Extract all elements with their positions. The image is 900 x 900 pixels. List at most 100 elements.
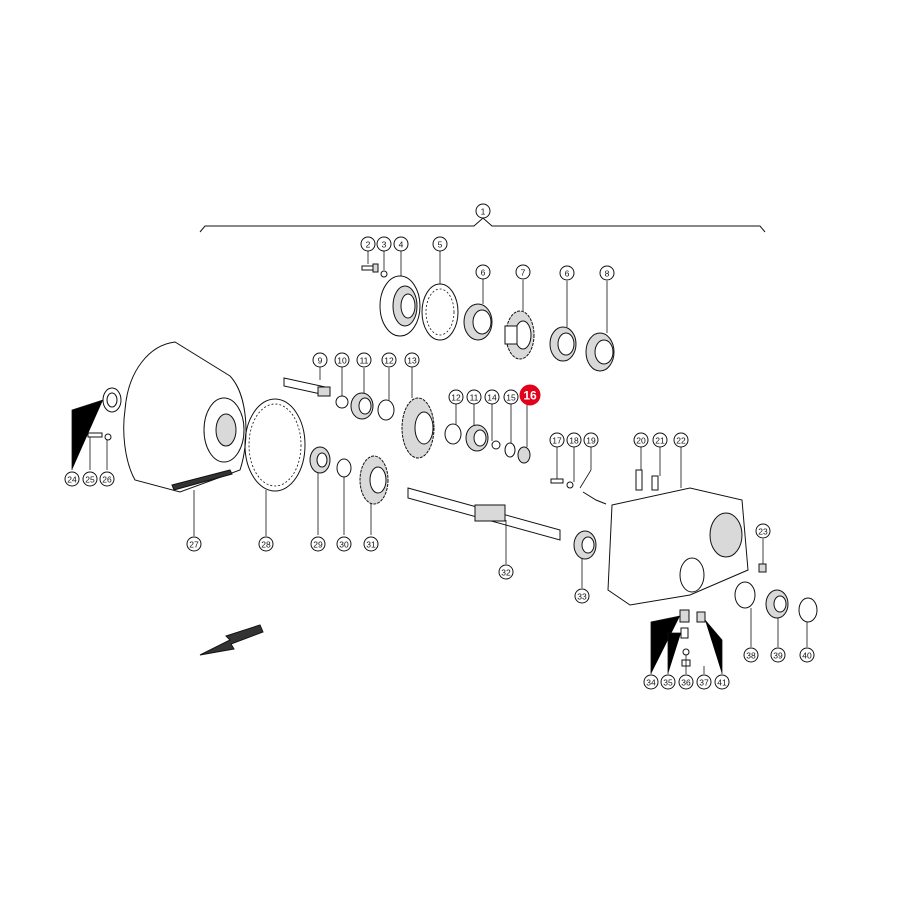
callout-label: 13	[407, 356, 417, 366]
bearing-cover-part-4	[379, 275, 421, 337]
shaft-part-9	[283, 377, 331, 397]
washer-part-3	[380, 270, 388, 278]
callout-circle	[82, 471, 98, 487]
fitting-part-35	[680, 627, 689, 639]
callout-circle	[466, 389, 482, 405]
callout-circle	[714, 674, 730, 690]
o-ring-part-38	[734, 581, 756, 609]
seal-part-24	[102, 387, 122, 413]
callout-label: 37	[699, 678, 709, 688]
callout-circle	[360, 236, 376, 252]
gearbox-housing-part-22	[607, 487, 749, 606]
bearing-part-33	[573, 530, 597, 560]
callout-label: 18	[569, 436, 579, 446]
callout-circle	[696, 674, 712, 690]
callout-circle	[393, 236, 409, 252]
callout-circle	[743, 647, 759, 663]
callout-circle	[515, 264, 531, 280]
callout-circle	[559, 265, 575, 281]
callout-label: 35	[663, 678, 673, 688]
callout-circle	[678, 674, 694, 690]
callout-label: 19	[586, 436, 596, 446]
callout-label: 21	[655, 436, 665, 446]
gasket-part-5	[421, 283, 459, 341]
callout-circle	[336, 536, 352, 552]
callout-label: 36	[681, 678, 691, 688]
gear-part-7	[504, 310, 535, 360]
callout-circle	[574, 588, 590, 604]
callout-label: 39	[773, 651, 783, 661]
callout-label: 12	[384, 356, 394, 366]
callout-label: 40	[802, 651, 812, 661]
callout-label: 29	[313, 540, 323, 550]
bearing-part-39	[765, 589, 789, 619]
main-shaft-part-32	[407, 487, 561, 541]
pin-part-19	[582, 491, 607, 505]
callout-circle	[186, 536, 202, 552]
nut-part-16	[517, 446, 531, 464]
callout-label: 31	[366, 540, 376, 550]
washer-part-15	[504, 442, 516, 458]
arrow-icon	[199, 624, 264, 656]
callout-circle	[484, 389, 500, 405]
callout-circle	[310, 536, 326, 552]
callout-circle	[673, 432, 689, 448]
ring-part-30	[336, 458, 352, 478]
callout-label: 10	[337, 356, 347, 366]
callout-label: 9	[318, 356, 323, 366]
callout-label: 28	[261, 540, 271, 550]
callout-label: 27	[189, 540, 199, 550]
callout-circle	[334, 352, 350, 368]
callout-circle	[599, 265, 615, 281]
sleeve-part-8	[585, 332, 615, 372]
ball-part-36	[682, 648, 690, 656]
fitting-part-34	[679, 609, 690, 623]
snap-ring-part-12a	[377, 399, 395, 421]
plug-part-41	[696, 611, 706, 623]
callout-label: 2	[366, 240, 371, 250]
plug-part-21	[651, 475, 659, 491]
callout-circle	[356, 352, 372, 368]
ring-part-10	[335, 395, 349, 409]
bearing-part-11a	[350, 392, 374, 420]
callout-circle	[258, 536, 274, 552]
callout-circle	[660, 674, 676, 690]
callout-circle	[312, 352, 328, 368]
callout-label: 15	[506, 393, 516, 403]
callout-circle	[363, 536, 379, 552]
callout-label: 30	[339, 540, 349, 550]
callout-label: 1	[481, 207, 486, 217]
callout-circle	[633, 432, 649, 448]
callout-circle	[432, 236, 448, 252]
callout-label: 38	[746, 651, 756, 661]
callout-label: 23	[758, 527, 768, 537]
highlighted-callout-label: 16	[523, 389, 537, 403]
callout-circle	[404, 352, 420, 368]
seal-part-40	[798, 597, 818, 623]
callout-circle	[583, 432, 599, 448]
callout-label: 22	[676, 436, 686, 446]
callout-circle	[770, 647, 786, 663]
callout-label: 3	[382, 240, 387, 250]
bearing-part-11b	[465, 424, 489, 452]
callout-label: 11	[360, 356, 369, 366]
callout-label: 34	[646, 678, 656, 688]
bearing-part-6a	[463, 303, 493, 341]
callout-circle	[448, 389, 464, 405]
callout-label: 8	[605, 269, 610, 279]
callout-label: 11	[470, 393, 479, 403]
callout-circle	[652, 432, 668, 448]
callout-label: 41	[717, 678, 727, 688]
callout-circle	[475, 264, 491, 280]
callout-circle	[99, 471, 115, 487]
bearing-part-29	[309, 446, 331, 474]
gasket-part-28	[244, 398, 306, 492]
breather-part-20	[635, 469, 643, 491]
callout-circle	[566, 432, 582, 448]
callout-circle	[64, 471, 80, 487]
bolt-part-17	[550, 478, 564, 484]
callout-circle	[381, 352, 397, 368]
gear-part-31	[359, 455, 389, 505]
snap-ring-part-12b	[444, 423, 462, 445]
